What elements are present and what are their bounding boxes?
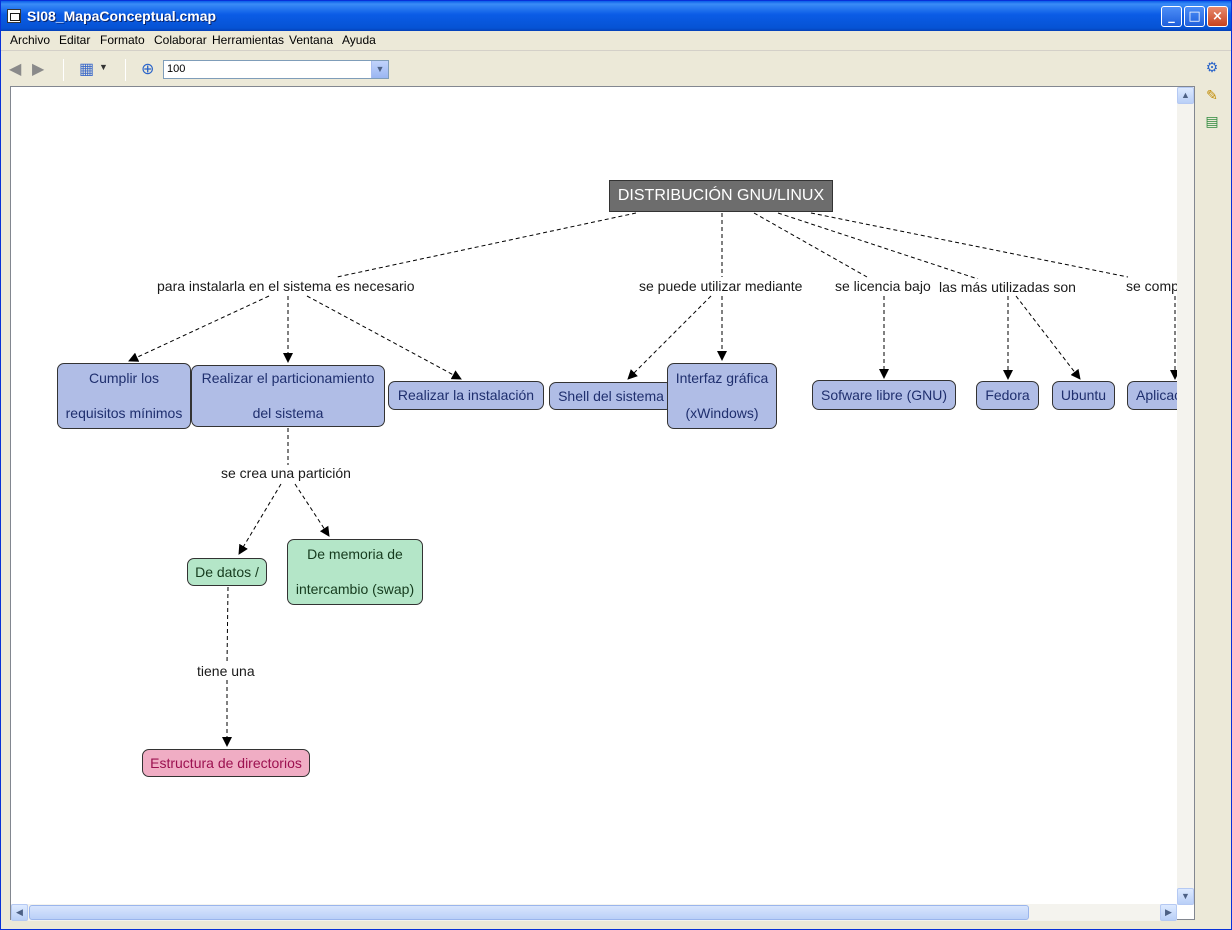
toolbar: ◀ ▶ ▦ ▼ ⊕: [1, 53, 1231, 85]
concept-line: Realizar el particionamiento: [201, 370, 375, 386]
collaboration-icon[interactable]: ⚙: [1205, 59, 1219, 75]
window-title: SI08_MapaConceptual.cmap: [27, 8, 217, 24]
notes-icon[interactable]: ▤: [1205, 113, 1219, 129]
concept-shell[interactable]: Shell del sistema: [549, 382, 673, 410]
link-phrase-license[interactable]: se licencia bajo: [834, 278, 932, 294]
concept-root[interactable]: DISTRIBUCIÓN GNU/LINUX: [609, 180, 833, 212]
zoom-icon: ⊕: [141, 61, 155, 78]
concept-requirements[interactable]: Cumplir los requisitos mínimos: [57, 363, 191, 429]
concept-data[interactable]: De datos /: [187, 558, 267, 586]
concept-line: De memoria de: [307, 546, 403, 562]
link-phrase-components[interactable]: se comp: [1125, 278, 1180, 294]
menu-herramientas[interactable]: Herramientas: [212, 33, 285, 47]
menu-editar[interactable]: Editar: [59, 33, 91, 47]
view-layout-icon[interactable]: ▦: [79, 61, 95, 78]
connector-arrow: [128, 295, 270, 362]
concept-license[interactable]: Sofware libre (GNU): [812, 380, 956, 410]
connector-arrow: [627, 295, 712, 380]
back-arrow-icon[interactable]: ◀: [9, 61, 22, 78]
concept-line: requisitos mínimos: [65, 405, 183, 421]
concept-line: Interfaz gráfica: [675, 370, 769, 386]
connector-arrow: [1015, 295, 1081, 380]
link-phrase-partition[interactable]: se crea una partición: [220, 465, 352, 481]
link-phrase-has[interactable]: tiene una: [196, 663, 256, 679]
concept-line: del sistema: [252, 405, 324, 421]
scroll-left-icon[interactable]: ◀: [11, 904, 28, 921]
connector-line: [777, 212, 979, 280]
concept-line: (xWindows): [685, 405, 759, 421]
connector-line: [810, 212, 1129, 278]
vertical-scrollbar[interactable]: ▲ ▼: [1177, 87, 1194, 905]
chevron-down-icon[interactable]: ▼: [371, 61, 388, 78]
concept-partitioning[interactable]: Realizar el particionamiento del sistema: [191, 365, 385, 427]
paint-brush-icon[interactable]: ✎: [1206, 87, 1218, 103]
minimize-button[interactable]: _: [1161, 6, 1182, 27]
close-button[interactable]: ×: [1207, 6, 1228, 27]
connector-line: [336, 212, 637, 278]
scroll-up-icon[interactable]: ▲: [1177, 87, 1194, 104]
scroll-down-icon[interactable]: ▼: [1177, 888, 1194, 905]
concept-swap[interactable]: De memoria de intercambio (swap): [287, 539, 423, 605]
app-icon: [7, 9, 21, 23]
menu-archivo[interactable]: Archivo: [10, 33, 51, 47]
menu-colaborar[interactable]: Colaborar: [154, 33, 207, 47]
concept-installation[interactable]: Realizar la instalación: [388, 381, 544, 410]
title-bar[interactable]: SI08_MapaConceptual.cmap _ □ ×: [1, 1, 1231, 31]
maximize-button[interactable]: □: [1184, 6, 1205, 27]
concept-line: intercambio (swap): [295, 581, 415, 597]
concept-fedora[interactable]: Fedora: [976, 381, 1039, 410]
link-phrase-usage[interactable]: se puede utilizar mediante: [638, 278, 804, 294]
menu-bar: Archivo Editar Formato Colaborar Herrami…: [1, 31, 1231, 51]
concept-gui[interactable]: Interfaz gráfica (xWindows): [667, 363, 777, 429]
chevron-down-icon[interactable]: ▼: [99, 62, 108, 72]
concept-line: Cumplir los: [88, 370, 159, 386]
scroll-thumb[interactable]: [29, 905, 1029, 920]
menu-formato[interactable]: Formato: [100, 33, 145, 47]
menu-ventana[interactable]: Ventana: [289, 33, 334, 47]
toolbar-separator: [125, 59, 126, 81]
connector-arrow: [306, 295, 462, 380]
connection-lines: [128, 212, 1178, 747]
connector-arrow: [294, 483, 330, 537]
zoom-select[interactable]: 100 ▼: [163, 60, 389, 79]
forward-arrow-icon[interactable]: ▶: [32, 61, 45, 78]
connector-line: [753, 212, 868, 278]
zoom-value: 100: [167, 63, 186, 75]
concept-ubuntu[interactable]: Ubuntu: [1052, 381, 1115, 410]
concept-dirs[interactable]: Estructura de directorios: [142, 749, 310, 777]
toolbar-separator: [63, 59, 64, 81]
link-phrase-install[interactable]: para instalarla en el sistema es necesar…: [156, 278, 416, 294]
menu-ayuda[interactable]: Ayuda: [342, 33, 376, 47]
scroll-right-icon[interactable]: ▶: [1160, 904, 1177, 921]
connector-arrow: [238, 483, 282, 555]
concept-map-canvas[interactable]: DISTRIBUCIÓN GNU/LINUX para instalarla e…: [10, 86, 1195, 920]
horizontal-scrollbar[interactable]: ◀ ▶: [11, 904, 1177, 921]
connector-line: [226, 586, 229, 665]
link-phrase-popular[interactable]: las más utilizadas son: [938, 279, 1077, 295]
